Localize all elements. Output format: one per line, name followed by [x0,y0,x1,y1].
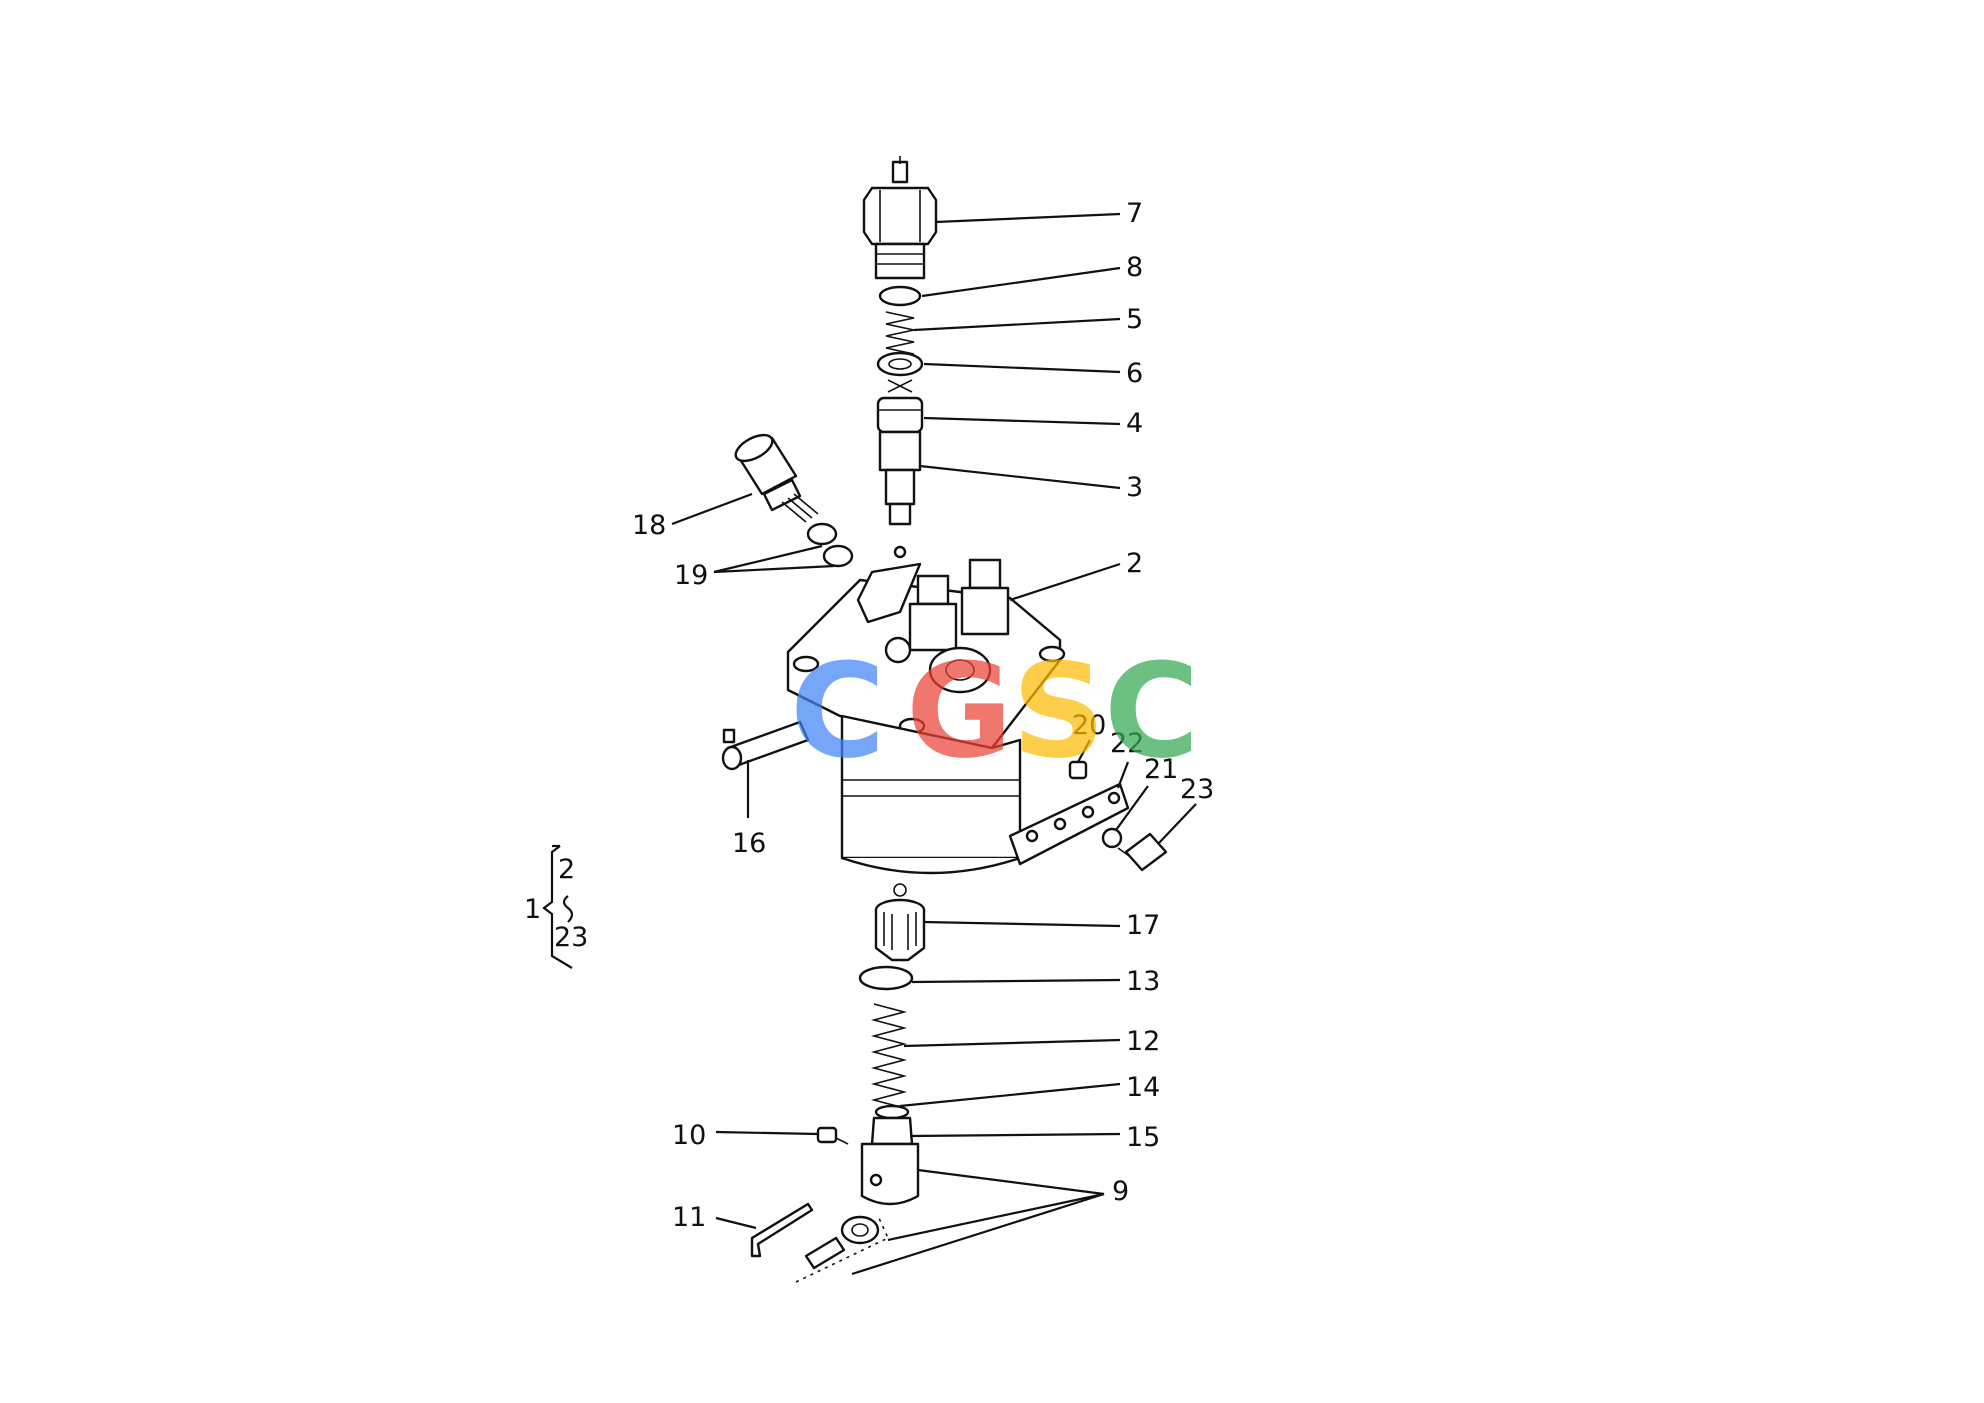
callout-8: 8 [1126,252,1143,283]
callout-18: 18 [632,510,666,541]
callout-6: 6 [1126,358,1143,389]
callout-2: 2 [1126,548,1143,579]
callout-10: 10 [672,1120,706,1151]
callout-16: 16 [732,828,766,859]
callout-15: 15 [1126,1122,1160,1153]
callout-14: 14 [1126,1072,1160,1103]
assembly-note: 1 2 23 [524,844,588,969]
part-8-washer [878,285,922,307]
callout-21: 21 [1144,754,1178,785]
part-9-roller-pin [795,1215,890,1283]
part-11-key [750,1202,814,1258]
leader-lines [671,212,1197,1276]
part-19-orings [806,522,854,568]
part-14-seat [874,1104,910,1120]
part-3-plunger [878,430,922,559]
callout-7: 7 [1126,198,1143,229]
callout-labels: 7 8 5 6 4 3 2 18 19 20 22 21 23 16 17 13… [632,198,1214,1233]
callout-3: 3 [1126,472,1143,503]
part-5-spring [885,311,915,355]
callout-23: 23 [1180,774,1214,805]
callout-4: 4 [1126,408,1143,439]
assembly-parent: 1 [524,894,541,925]
part-23-bolt [1117,832,1168,872]
assembly-range-start: 2 [558,854,575,885]
callout-22: 22 [1110,728,1144,759]
callout-12: 12 [1126,1026,1160,1057]
callout-19: 19 [674,560,708,591]
callout-5: 5 [1126,304,1143,335]
part-7-fitting [862,156,938,280]
watermark-letter: C [1104,635,1199,787]
watermark-logo: C G S C [790,635,1199,787]
part-21-washer [1101,827,1123,849]
part-15-tappet [870,1116,914,1146]
watermark-letter: G [906,635,1013,787]
part-12-spring [870,1003,908,1109]
part-2-housing [786,558,1066,875]
part-9-tappet-body [860,1142,920,1206]
part-6-washer [876,351,924,377]
callout-17: 17 [1126,910,1160,941]
callout-9: 9 [1112,1176,1129,1207]
callout-20: 20 [1072,710,1106,741]
part-22-plate [1008,782,1130,866]
part-16-pin [721,720,810,771]
callout-11: 11 [672,1202,706,1233]
callout-13: 13 [1126,966,1160,997]
watermark-letter: C [790,635,885,787]
assembly-range-end: 23 [554,922,588,953]
part-10-screw [816,1126,849,1145]
watermark-letter: S [1012,635,1106,787]
part-13-oring [858,965,914,991]
part-18-fitting [734,433,819,523]
part-17-sleeve [874,883,926,962]
part-4-valve [876,379,924,434]
